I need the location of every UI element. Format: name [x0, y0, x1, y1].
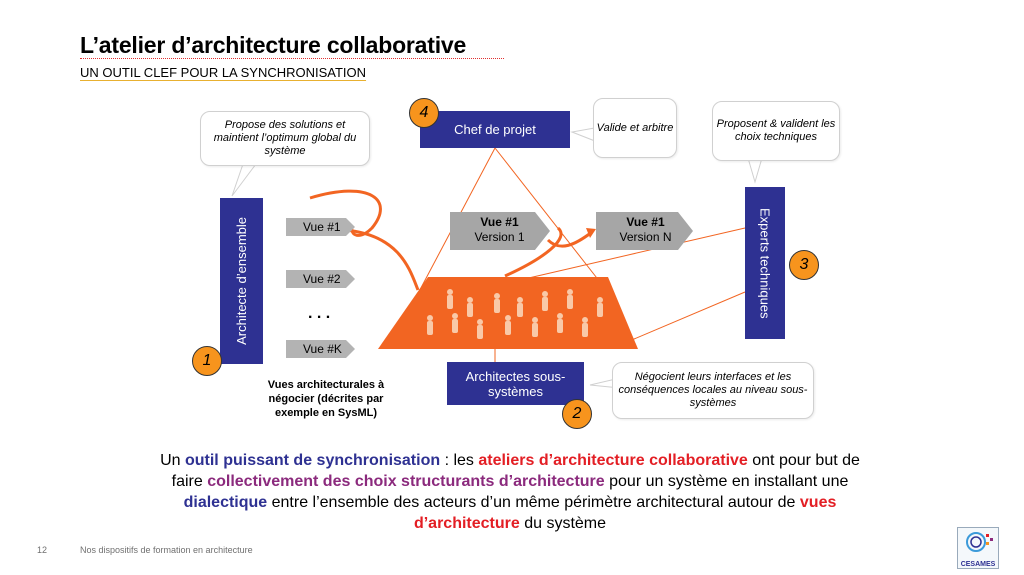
para-seg-1: Un	[160, 452, 185, 469]
cesames-logo-graphic	[966, 532, 993, 552]
bubble-sous-systemes: Négocient leurs interfaces et les conséq…	[612, 362, 814, 419]
architectes-sous-systemes-box: Architectes sous-systèmes	[447, 362, 584, 405]
architectes-sous-systemes-label: Architectes sous-systèmes	[465, 368, 566, 399]
footer-text: Nos dispositifs de formation en architec…	[80, 545, 253, 555]
title-underline	[80, 58, 504, 59]
version-1-sub: Version 1	[474, 230, 525, 244]
version-n-sub: Version N	[619, 230, 672, 244]
bubble-experts-text: Proposent & valident les choix technique…	[716, 118, 836, 143]
arrow-team-version1	[504, 226, 563, 278]
para-seg-7: pour un système en installant une	[604, 473, 849, 490]
number-badge-1: 1	[192, 346, 222, 376]
para-seg-9: entre l’ensemble des acteurs d’un même p…	[267, 494, 800, 511]
para-seg-6: collectivement des choix structurants d’…	[207, 473, 605, 490]
bubble-chef: Valide et arbitre	[593, 98, 677, 158]
para-seg-10: vues d’architecture	[413, 494, 837, 532]
version-1-title: Vue #1	[480, 215, 519, 229]
vue-1-label: Vue #1	[303, 220, 341, 234]
bubble-experts: Proposent & valident les choix technique…	[712, 101, 840, 161]
arrow-version1-versionN	[546, 230, 593, 248]
bubble-architecte: Propose des solutions et maintient l’opt…	[200, 111, 370, 166]
version-n-title: Vue #1	[626, 215, 665, 229]
line-experts-bottom	[619, 291, 746, 346]
page-subtitle: UN OUTIL CLEF POUR LA SYNCHRONISATION	[80, 65, 367, 80]
para-seg-5: ont pour but de faire	[171, 452, 860, 490]
bubble-architecte-text: Propose des solutions et maintient l’opt…	[213, 119, 357, 157]
number-badge-4: 4	[409, 98, 439, 128]
vues-caption: Vues architecturales à négocier (décrite…	[267, 379, 385, 419]
team-trapezoid	[378, 277, 638, 349]
architecte-ensemble-box: Architecte d’ensemble	[220, 198, 263, 364]
page-title: L’atelier d’architecture collaborative	[80, 32, 467, 58]
number-badge-3: 3	[789, 250, 819, 280]
line-chef-right	[494, 147, 601, 283]
experts-techniques-label: Experts techniques	[757, 207, 773, 319]
para-seg-8: dialectique	[183, 494, 268, 511]
architecte-ensemble-label: Architecte d’ensemble	[234, 217, 249, 345]
vue-2-label: Vue #2	[303, 272, 341, 286]
experts-techniques-box: Experts techniques	[745, 187, 785, 339]
version-n-label: Vue #1 Version N	[598, 215, 693, 245]
chef-de-projet-label: Chef de projet	[454, 122, 536, 137]
summary-paragraph: Un outil puissant de synchronisation : l…	[150, 450, 870, 534]
arrow-loop-vue1	[309, 189, 382, 237]
para-seg-2: outil puissant de synchronisation	[184, 452, 441, 469]
arrow-vue1-team	[344, 228, 420, 291]
chef-de-projet-box: Chef de projet	[420, 111, 570, 148]
vue-ellipsis: . . .	[308, 305, 331, 322]
number-badge-2: 2	[562, 399, 592, 429]
version-1-label: Vue #1 Version 1	[452, 215, 547, 245]
bubble-sous-text: Négocient leurs interfaces et les conséq…	[618, 371, 808, 409]
page-number: 12	[37, 545, 48, 555]
para-seg-11: du système	[519, 515, 607, 532]
cesames-logo-text: CESAMES	[960, 561, 996, 568]
vue-k-label: Vue #K	[303, 342, 342, 356]
bubble-chef-text: Valide et arbitre	[596, 121, 674, 134]
line-experts-top	[519, 227, 746, 281]
people-figures	[427, 289, 603, 339]
para-seg-4: ateliers d’architecture collaborative	[478, 452, 748, 469]
cesames-logo: CESAMES	[957, 527, 999, 569]
para-seg-3: : les	[440, 452, 479, 469]
